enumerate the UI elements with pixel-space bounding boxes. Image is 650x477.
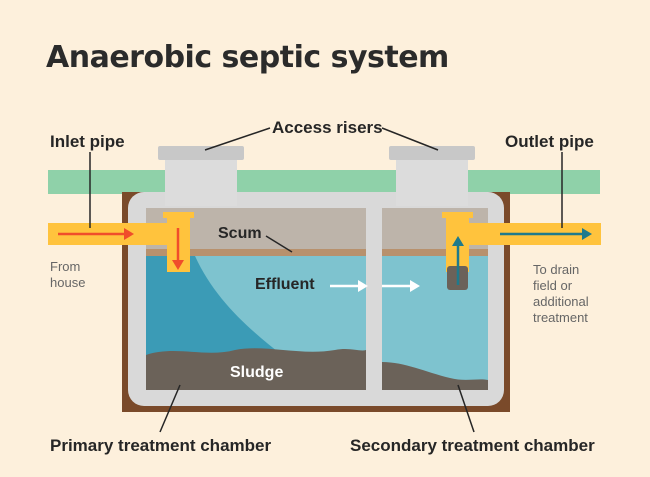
- sludge-secondary: [382, 362, 488, 390]
- sludge-label: Sludge: [230, 364, 284, 381]
- primary-chamber-label: Primary treatment chamber: [50, 436, 272, 455]
- inlet-pipe-label: Inlet pipe: [50, 132, 125, 151]
- riser-right: [396, 158, 468, 206]
- riser-left-cap: [158, 146, 244, 160]
- outlet-pipe-label: Outlet pipe: [505, 132, 594, 151]
- outlet-up-arrow: [452, 236, 464, 246]
- to-drain-line-3: additional: [533, 294, 589, 309]
- page-title: Anaerobic septic system: [46, 40, 449, 75]
- inlet-arrow: [124, 228, 134, 240]
- scum-label: Scum: [218, 225, 262, 242]
- from-house-label: From house: [50, 259, 85, 291]
- grass-strip: [48, 170, 600, 194]
- from-house-line-1: From: [50, 259, 81, 274]
- scum-line-primary: [146, 249, 366, 256]
- to-drain-line-2: field or: [533, 278, 573, 293]
- effluent-dark-zone: [146, 256, 282, 360]
- to-drain-line-1: To drain: [533, 262, 580, 277]
- outlet-pipe-cap: [442, 212, 473, 218]
- riser-right-cap: [389, 146, 475, 160]
- access-risers-label: Access risers: [272, 118, 383, 137]
- outlet-arrow: [582, 228, 592, 240]
- effluent-arrow-1: [358, 280, 368, 292]
- inlet-pipe-cap: [163, 212, 194, 218]
- effluent-label: Effluent: [255, 276, 315, 293]
- divider-wall-top: [366, 208, 382, 266]
- inlet-down-arrow: [172, 260, 184, 270]
- secondary-chamber-label: Secondary treatment chamber: [350, 436, 595, 455]
- to-drain-line-4: treatment: [533, 310, 588, 325]
- sludge-primary: [146, 348, 366, 390]
- from-house-line-2: house: [50, 275, 86, 290]
- scum-line-secondary: [382, 249, 488, 256]
- leader-lines: [89, 127, 563, 433]
- divider-wall-bottom: [366, 300, 382, 390]
- riser-left: [165, 158, 237, 206]
- to-drain-label: To drain field or additional treatment: [533, 262, 589, 326]
- effluent-arrow-2: [410, 280, 420, 292]
